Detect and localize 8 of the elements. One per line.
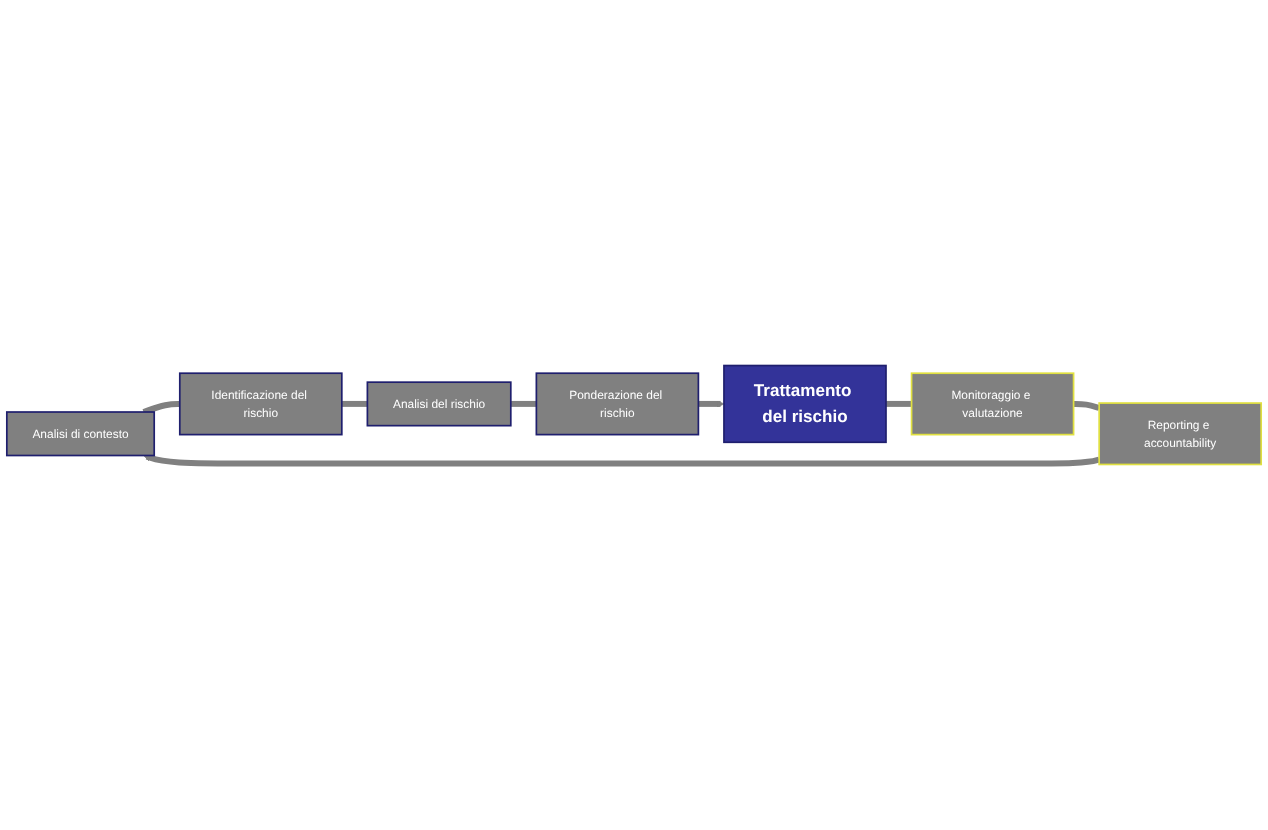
connector bbox=[340, 400, 369, 407]
arrow bbox=[697, 400, 725, 408]
arrow bbox=[143, 453, 1100, 467]
connector bbox=[885, 400, 913, 407]
connector bbox=[142, 400, 181, 415]
connector bbox=[1072, 400, 1101, 411]
node-box: Trattamento del rischio bbox=[723, 364, 887, 444]
connector bbox=[509, 400, 538, 407]
